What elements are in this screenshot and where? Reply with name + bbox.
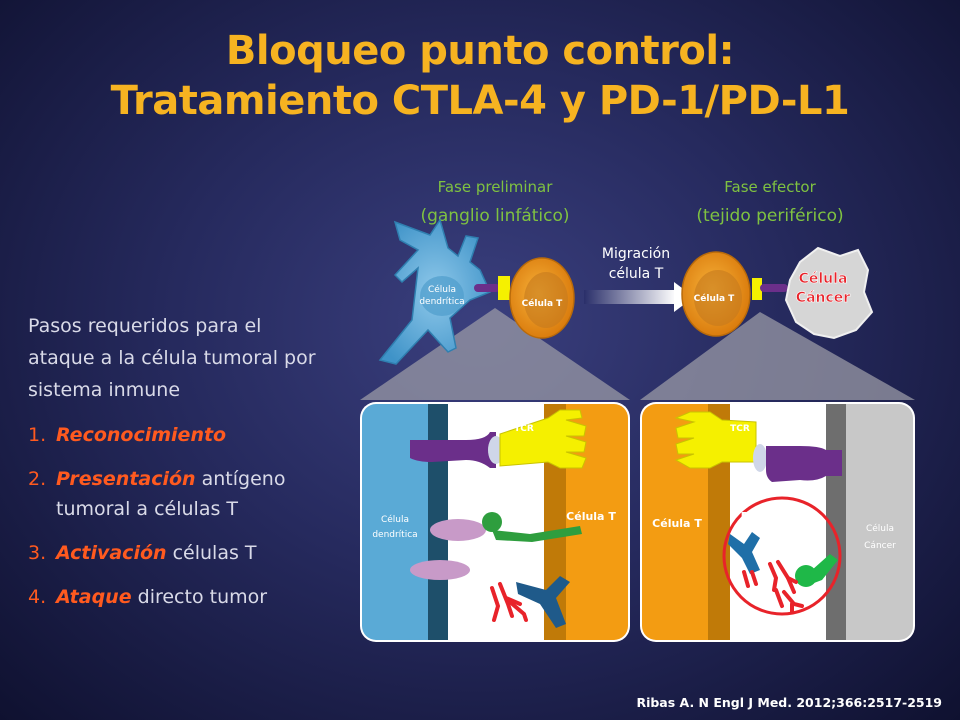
right-mhc	[766, 446, 842, 482]
top-tcr-right	[752, 278, 762, 300]
right-pd1	[728, 532, 760, 574]
left-panel: Célula dendrítica MHC TCR CD28 Célula T …	[360, 402, 630, 642]
zoom-cone-right	[640, 312, 915, 400]
right-pdl1-stalk	[806, 554, 838, 586]
top-mhc-right	[760, 284, 788, 292]
step-item: 4. Ataque directo tumor	[28, 582, 318, 612]
top-tcr-left	[498, 276, 510, 300]
migration-arrow-shaft	[584, 290, 676, 304]
step-number: 2.	[28, 468, 47, 490]
right-pdl1-label: PD-L1	[778, 541, 821, 556]
phase-effector-label: Fase efector	[724, 178, 816, 196]
phase-preliminary-location: (ganglio linfático)	[420, 206, 570, 226]
left-cd28-label: CD28	[512, 506, 539, 516]
step-item: 3. Activación células T	[28, 538, 318, 568]
phase-effector-location: (tejido periférico)	[696, 206, 844, 226]
top-cancer-label-2: Cáncer	[796, 290, 850, 306]
dendritic-cell-top: Célula dendrítica	[378, 218, 492, 365]
steps-block: Pasos requeridos para el ataque a la cél…	[28, 310, 318, 626]
left-ctla4	[516, 576, 570, 628]
right-tcr	[674, 411, 757, 469]
right-tcell-label: Célula T	[652, 517, 702, 530]
right-antigen	[753, 444, 767, 472]
title-line-2: Tratamiento CTLA-4 y PD-1/PD-L1	[110, 78, 850, 124]
cancer-cell-top: Célula Cáncer	[784, 246, 874, 340]
step-text: antígeno tumoral a células T	[56, 468, 286, 520]
top-tcell-right-label: Célula T	[694, 293, 735, 304]
step-number: 4.	[28, 586, 47, 608]
phase-effector: Fase efector (tejido periférico)	[680, 178, 860, 226]
steps-intro: Pasos requeridos para el ataque a la cél…	[28, 315, 316, 401]
top-cancer-label-1: Célula	[799, 271, 848, 287]
right-mhc-label: MHC	[788, 420, 811, 430]
left-b7-label: B7	[452, 551, 465, 561]
left-cd28-head	[482, 512, 502, 532]
step-text: directo tumor	[131, 586, 268, 608]
slide-title: Bloqueo punto control: Tratamiento CTLA-…	[0, 26, 960, 126]
left-tcell-label: Célula T	[566, 510, 616, 523]
right-tcr-label: TCR	[730, 424, 750, 434]
top-dendritic-label-1: Célula	[428, 284, 456, 295]
step-keyword: Presentación	[56, 468, 196, 490]
phase-preliminary-label: Fase preliminar	[437, 178, 553, 196]
step-number: 3.	[28, 542, 47, 564]
step-number: 1.	[28, 424, 47, 446]
t-cell-top-right: Célula T	[681, 251, 751, 337]
right-panel: TCR MHC Célula T Célula Cáncer PD-1 PD-L…	[640, 402, 915, 642]
step-item: 2. Presentación antígeno tumoral a célula…	[28, 464, 318, 524]
top-dendritic-label-2: dendrítica	[419, 297, 464, 307]
left-b7-top	[430, 519, 486, 541]
left-dendritic-label-1: Célula	[381, 514, 409, 525]
citation: Ribas A. N Engl J Med. 2012;366:2517-251…	[636, 695, 942, 710]
top-tcell-left-label: Célula T	[522, 298, 563, 309]
title-line-1: Bloqueo punto control:	[225, 28, 735, 74]
step-item: 1. Reconocimiento	[28, 420, 318, 450]
steps-list: 1. Reconocimiento 2. Presentación antígeno…	[28, 420, 318, 612]
migration-label: Migración célula T	[601, 246, 671, 282]
zoom-cone-left	[360, 308, 630, 400]
pd1-highlight-circle	[722, 496, 842, 616]
left-cd28-stalk	[492, 526, 582, 542]
left-mhc-label: MHC	[450, 420, 473, 430]
left-mhc	[410, 432, 496, 468]
step-keyword: Ataque	[56, 586, 132, 608]
step-keyword: Activación	[56, 542, 167, 564]
left-b7-bottom	[410, 560, 470, 580]
right-cancer-label-2: Cáncer	[864, 541, 896, 551]
phase-preliminary: Fase preliminar (ganglio linfático)	[410, 178, 580, 226]
left-tcr-label: TCR	[514, 424, 534, 434]
right-cancer-label-1: Célula	[866, 523, 894, 534]
left-anti-ctla4-antibody	[490, 582, 528, 622]
step-keyword: Reconocimiento	[56, 424, 227, 446]
step-text: células T	[166, 542, 257, 564]
t-cell-top-left: Célula T	[509, 257, 575, 339]
left-tcr	[499, 409, 587, 469]
left-dendritic-label-2: dendrítica	[372, 530, 417, 540]
right-anti-pd1-antibodies	[742, 560, 804, 614]
top-mhc-left	[474, 284, 500, 292]
right-pd1-label: PD-1	[740, 511, 775, 526]
left-ctla4-label: CTLA-4	[491, 557, 542, 572]
